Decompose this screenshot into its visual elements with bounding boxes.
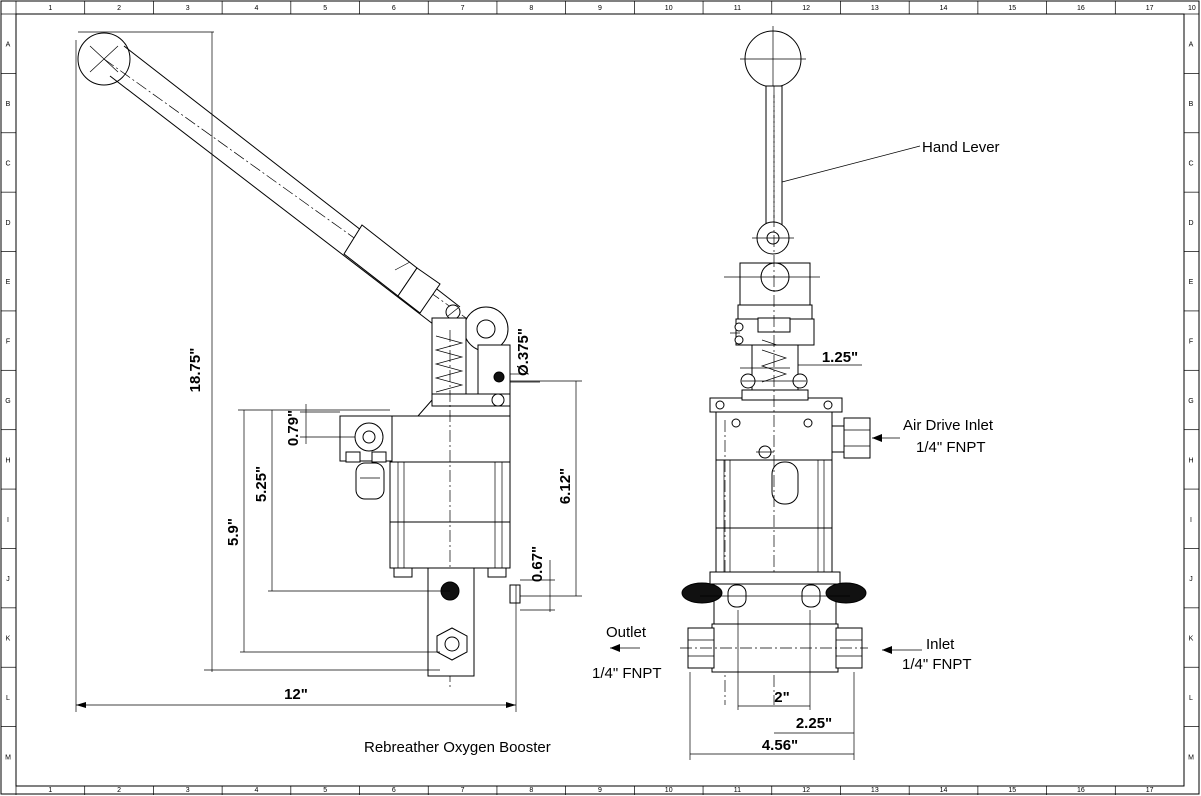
row-tick-label: A [6,42,11,49]
row-tick-label: D [5,220,10,227]
col-tick-label: 16 [1077,787,1085,794]
col-tick-label: 7 [461,5,465,12]
col-tick-label: 14 [940,787,948,794]
row-tick-label: G [1188,398,1193,405]
row-tick-label: I [7,517,9,524]
row-tick-label: A [1189,42,1194,49]
dim-half-width: 2.25" [796,715,832,732]
row-tick-label: F [6,339,10,346]
col-tick-label: 11 [734,787,741,794]
dim-body-height: 6.12" [557,468,574,504]
col-tick-label: 11 [734,5,741,12]
col-tick-label: 15 [1008,787,1016,794]
col-tick-label: 10 [665,5,673,12]
col-tick-label: 10 [665,787,673,794]
row-tick-label: D [1188,220,1193,227]
label-inlet: Inlet [926,636,955,653]
label-inlet-fnpt: 1/4" FNPT [902,656,972,673]
col-tick-label: 6 [392,787,396,794]
dim-overall-height: 18.75" [187,348,204,393]
dim-lower-port: 5.25" [253,466,270,502]
col-tick-label: 12 [802,5,810,12]
row-tick-label: B [1189,101,1194,108]
col-tick-label: 17 [1146,787,1154,794]
col-tick-label: 2 [117,787,121,794]
col-tick-label: 6 [392,5,396,12]
col-tick-label: 7 [461,787,465,794]
col-tick-label: 12 [802,787,810,794]
row-tick-label: K [1189,636,1194,643]
col-tick-label: 3 [186,787,190,794]
row-tick-label: I [1190,517,1192,524]
dim-overall-width: 12" [284,686,308,703]
row-tick-label: H [1188,457,1193,464]
row-tick-label: H [5,457,10,464]
dim-top-width: 1.25" [822,349,858,366]
row-tick-label: E [1189,279,1194,286]
label-hand-lever: Hand Lever [922,139,1000,156]
col-tick-label: 8 [529,787,533,794]
col-tick-label: 17 [1146,5,1154,12]
sheet-number: 10 [1188,5,1196,12]
col-tick-label: 9 [598,5,602,12]
col-tick-label: 4 [255,5,259,12]
row-tick-label: K [6,636,11,643]
dim-air-port-height: 0.79" [285,410,302,446]
col-tick-label: 2 [117,5,121,12]
col-tick-label: 16 [1077,5,1085,12]
col-tick-label: 1 [48,5,52,12]
col-tick-label: 13 [871,5,879,12]
col-tick-label: 1 [48,787,52,794]
col-tick-label: 3 [186,5,190,12]
col-tick-label: 4 [255,787,259,794]
row-tick-label: L [1189,695,1193,702]
drawing-title: Rebreather Oxygen Booster [364,739,551,756]
row-tick-label: B [6,101,11,108]
dim-pin-dia: Ø.375" [515,328,532,376]
col-tick-label: 9 [598,787,602,794]
label-outlet-fnpt: 1/4" FNPT [592,665,662,682]
inner-border [15,13,1185,787]
row-tick-label: C [5,160,10,167]
col-tick-label: 14 [940,5,948,12]
row-tick-label: M [1188,754,1194,761]
dim-base-offset: 0.67" [529,546,546,582]
label-air-drive-fnpt: 1/4" FNPT [916,439,986,456]
col-tick-label: 13 [871,787,879,794]
col-tick-label: 5 [323,787,327,794]
dim-port-spacing: 2" [774,689,789,706]
col-tick-label: 15 [1008,5,1016,12]
dim-total-width: 4.56" [762,737,798,754]
row-tick-label: M [5,754,11,761]
row-tick-label: L [6,695,10,702]
row-tick-label: G [5,398,10,405]
label-air-drive-inlet: Air Drive Inlet [903,417,994,434]
front-view: 1.25" 2" 2.25" 4.56" [610,26,922,760]
dim-bottom-port: 5.9" [225,518,242,546]
col-tick-label: 5 [323,5,327,12]
air-drive-fitting [831,425,845,453]
row-tick-label: F [1189,339,1193,346]
col-tick-label: 8 [529,5,533,12]
side-view: 18.75" 12" Ø.375" 0.79" 5.25" 5.9" 6.12"… [75,31,582,712]
row-tick-label: J [6,576,10,583]
row-tick-label: E [6,279,11,286]
row-tick-label: C [1188,160,1193,167]
label-outlet: Outlet [606,624,647,641]
row-tick-label: J [1189,576,1193,583]
